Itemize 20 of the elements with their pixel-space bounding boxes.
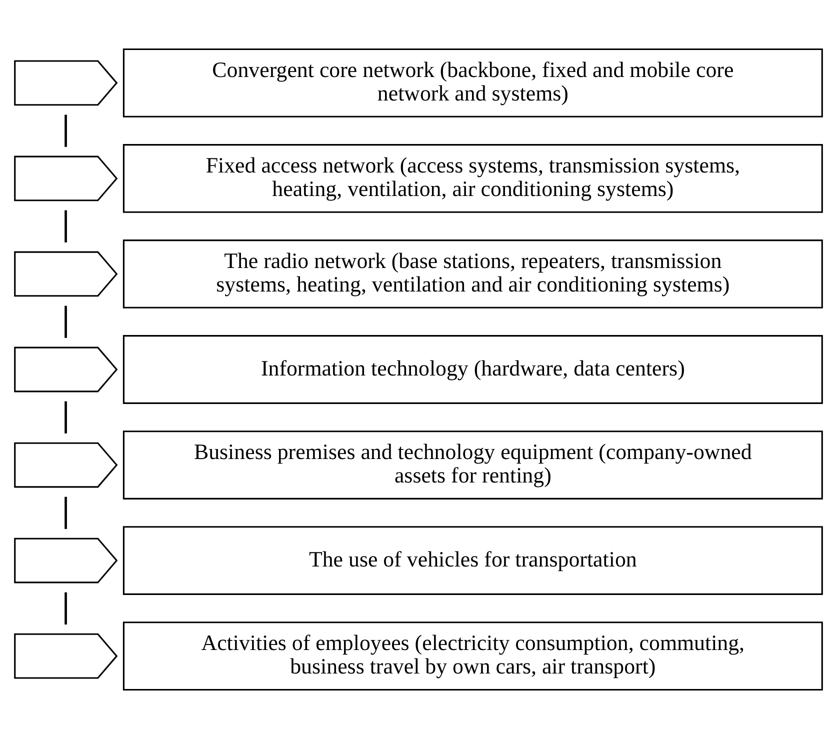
- node-chevron: [14, 442, 118, 488]
- connector: [64, 210, 67, 242]
- connector: [64, 114, 67, 147]
- node-chevron: [14, 346, 118, 392]
- node-chevron: [14, 251, 118, 297]
- node-chevron: [14, 538, 118, 584]
- node-box: Fixed access network (access systems, transmission systems, heating, ventilation, air conditioning systems): [122, 144, 823, 213]
- connector: [64, 401, 67, 434]
- node-box: Business premises and technology equipment (company-owned assets for renting): [122, 430, 823, 500]
- node-box: Activities of employees (electricity consumption, commuting, business travel by own cars, air transport): [122, 622, 823, 691]
- connector: [64, 496, 67, 529]
- node-chevron: [14, 156, 118, 202]
- connector: [64, 306, 67, 338]
- node-chevron: [14, 60, 118, 106]
- node-chevron: [14, 633, 118, 679]
- connector: [64, 592, 67, 624]
- node-box: Convergent core network (backbone, fixed and mobile core network and systems): [122, 48, 823, 118]
- node-box: Information technology (hardware, data centers): [122, 335, 823, 404]
- node-box: The radio network (base stations, repeaters, transmission systems, heating, ventilation and air conditioning systems): [122, 240, 823, 308]
- node-box: The use of vehicles for transportation: [122, 526, 823, 595]
